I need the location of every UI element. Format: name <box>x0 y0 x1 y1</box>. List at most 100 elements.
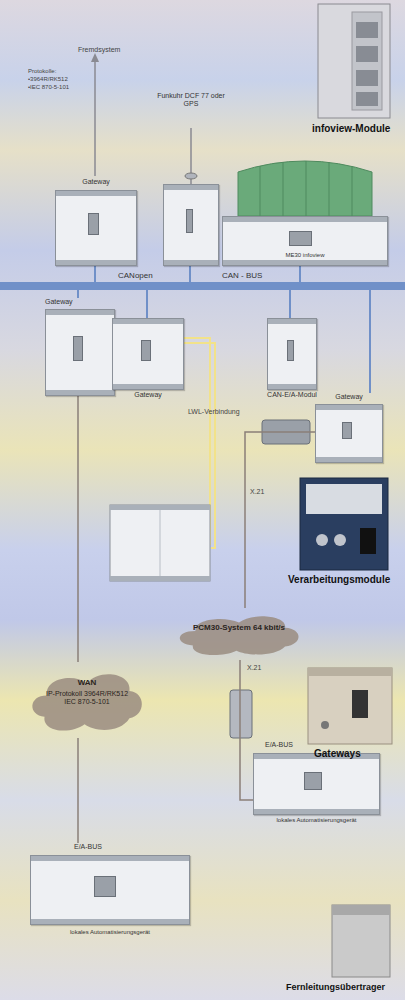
photo-slot <box>356 92 378 106</box>
annotation-label: Fremdsystem <box>78 46 148 54</box>
gateway-box: Gateway <box>45 298 115 396</box>
device-housing <box>163 184 219 266</box>
cloud-text: IP-Protokoll 3964R/RK512 IEC 870-5-101 <box>40 690 134 706</box>
annotation-label: •IEC 870-5-101 <box>28 84 98 91</box>
node-title: Gateway <box>315 393 383 401</box>
node-text: lokales Automatisierungsgerät <box>30 929 190 936</box>
cloud-text: PCM30-System 64 kbit/s <box>189 623 289 632</box>
connector-port <box>342 422 351 439</box>
uplink-arrow <box>94 58 96 176</box>
photo-caption: Gateways <box>314 748 404 760</box>
node-title: E/A-BUS <box>265 741 325 749</box>
cloud-outline <box>32 674 141 730</box>
io-module-box: CAN-E/A-Modul <box>262 318 322 402</box>
can-bus-band: CANopenCAN - BUS <box>0 282 405 290</box>
photo-connector <box>352 690 368 718</box>
connector-line <box>369 290 371 393</box>
connector-line <box>146 290 148 318</box>
connector-line <box>77 396 79 662</box>
photo-knob <box>334 534 346 546</box>
infoview-display <box>238 161 372 216</box>
gateway-box: Gateway <box>55 178 137 266</box>
module-split <box>160 510 161 576</box>
connector-port <box>287 340 294 361</box>
connector-line <box>77 290 79 298</box>
photo-panel <box>352 12 382 110</box>
photo-slot <box>356 46 378 62</box>
node-title: ME30 infoview <box>222 252 388 259</box>
infoview-photo <box>318 4 390 118</box>
connector-port <box>186 209 194 233</box>
connector-line <box>299 266 301 282</box>
interface-label: X.21 <box>247 664 261 672</box>
connector-port <box>141 340 151 361</box>
photo-front <box>306 484 382 514</box>
node-text: CAN - BUS <box>222 271 302 280</box>
annotation-label: •3964R/RK512 <box>28 76 98 83</box>
display-lines <box>260 161 352 216</box>
arrow-head <box>91 53 99 62</box>
photo-caption: infoview-Module <box>312 123 405 135</box>
device-housing <box>253 753 380 815</box>
device-housing <box>45 309 115 396</box>
photo-caption: Verarbeitungsmodule <box>288 574 405 586</box>
radio-clock-box: Funkuhr DCF 77 oder GPS <box>155 92 227 266</box>
gateway-box: Gateway <box>315 393 383 463</box>
terminal-strip <box>110 505 210 510</box>
photo-top <box>308 668 392 676</box>
connector-line <box>77 738 79 843</box>
connector-port <box>289 231 312 245</box>
node-title: Gateway <box>45 298 115 306</box>
annotation-label: LWL-Verbindung <box>188 408 240 416</box>
processing-photo <box>300 478 388 570</box>
infoview-box: ME30 infoview <box>222 158 388 266</box>
photo-connector <box>360 528 376 554</box>
connector-port <box>73 336 83 362</box>
connector-line <box>289 290 291 318</box>
remote-device <box>110 505 210 581</box>
node-title: Funkuhr DCF 77 oder GPS <box>155 92 227 108</box>
device-housing <box>55 190 137 266</box>
connector-line <box>189 266 191 282</box>
network-cloud: PCM30-System 64 kbit/s <box>175 608 303 660</box>
interface-label: X.21 <box>250 488 264 496</box>
device-housing <box>315 404 383 463</box>
photo-knob <box>316 534 328 546</box>
device-housing <box>222 216 388 266</box>
connector-port <box>88 213 99 235</box>
photo-caption: Fernleitungsübertrager <box>286 982 405 992</box>
node-title: Gateway <box>55 178 137 186</box>
device-housing <box>112 318 184 390</box>
photo-top <box>332 905 390 915</box>
connector-line <box>94 266 96 282</box>
automation-device: E/A-BUS lokales Automatisierungsgerät <box>30 843 190 939</box>
connector-port <box>304 772 322 790</box>
line-transformer-photo <box>332 905 390 977</box>
node-title: CAN-E/A-Modul <box>250 391 334 399</box>
device-housing <box>30 855 190 925</box>
node-title: Gateway <box>112 391 184 399</box>
annotation-label: Protokolle: <box>28 68 98 75</box>
connector-line <box>240 660 253 800</box>
gateway-box: Gateway <box>112 318 184 402</box>
x21-adapter <box>230 690 252 738</box>
terminal-strip <box>110 576 210 581</box>
device-housing <box>267 318 317 390</box>
node-title: E/A-BUS <box>74 843 134 851</box>
node-title: CANopen <box>118 271 178 280</box>
photo-slot <box>356 22 378 38</box>
photo-slot <box>356 70 378 86</box>
connector-port <box>94 876 116 896</box>
cloud-shape <box>175 608 303 660</box>
photo-knob <box>321 721 329 729</box>
x21-adapter <box>262 420 310 444</box>
node-text: lokales Automatisierungsgerät <box>253 817 380 824</box>
cloud-outline <box>180 616 299 655</box>
gateway-photo <box>308 668 392 744</box>
antenna-dish <box>185 173 197 179</box>
network-cloud: WAN IP-Protokoll 3964R/RK512 IEC 870-5-10… <box>28 662 146 738</box>
cloud-text: WAN <box>38 678 136 687</box>
